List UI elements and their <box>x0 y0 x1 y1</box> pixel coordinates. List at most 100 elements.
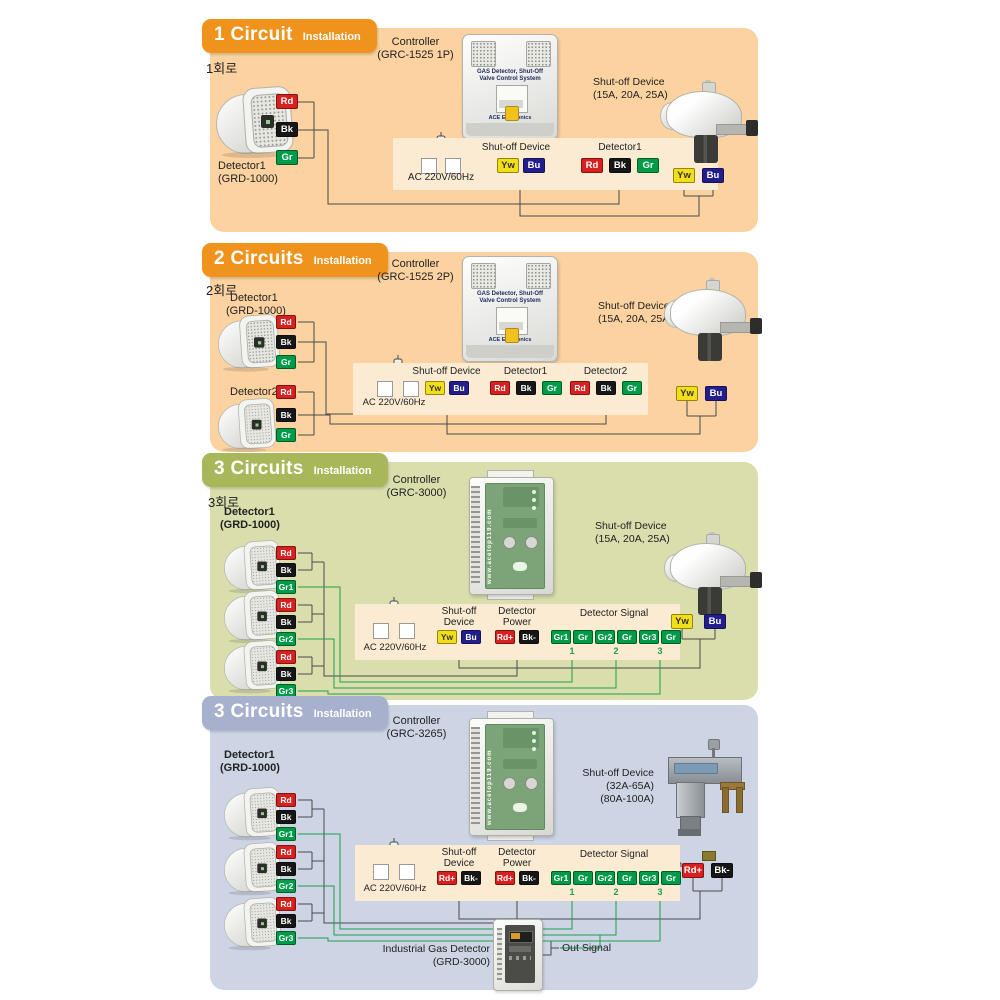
group-signal-label: Detector Signal <box>579 608 649 619</box>
detector-led <box>261 922 264 926</box>
group-shutoff-l1: Shut-off <box>441 606 477 617</box>
controller-face-line1: GAS Detector, Shut-Off <box>476 69 543 75</box>
detector-keys <box>509 946 531 952</box>
detector-led <box>261 812 264 816</box>
terminal-tag-gr1: Gr1 <box>551 630 571 644</box>
group-shutoff-l2: Device <box>443 617 475 628</box>
status-led <box>532 490 536 494</box>
controller-heatsink <box>471 486 480 584</box>
signal-number-3: 3 <box>657 887 663 897</box>
valve-actuator <box>698 333 722 361</box>
gas-detector2-image <box>218 397 278 452</box>
terminal-tag-rd: Rd <box>276 598 296 612</box>
signal-number-2: 2 <box>613 646 619 656</box>
shutoff-device-rating2: (80A-100A) <box>600 793 654 805</box>
circuit-label-korean: 1회로 <box>206 61 238 76</box>
controller-image: www.acetop119.com <box>463 470 558 600</box>
terminal-tag-gr: Gr <box>661 871 681 885</box>
valve-tag-bk-minus: Bk- <box>711 863 733 878</box>
valve-tag-yw: Yw <box>676 386 698 401</box>
shutoff-device-rating1: (32A-65A) <box>606 780 654 792</box>
terminal-tag-bu: Bu <box>461 630 481 644</box>
valve-pipe-end <box>746 120 758 136</box>
detector-heatsink <box>497 928 502 980</box>
power-label: AC 220V/60Hz <box>363 883 427 894</box>
industrial-detector-image <box>493 919 543 991</box>
panel-1-title: 1 Circuit <box>214 24 293 45</box>
signal-number-3: 3 <box>657 646 663 656</box>
terminal-tag-gr: Gr <box>542 381 562 395</box>
shutoff-device-label: Shut-off Device <box>582 767 654 779</box>
terminal-tag-bk: Bk <box>276 408 296 422</box>
terminal-tag-gr: Gr <box>276 150 298 165</box>
terminal-tag-gr: Gr <box>617 630 637 644</box>
gas-detector1-image <box>224 539 283 594</box>
terminal-tag-rd: Rd <box>570 381 590 395</box>
gas-detector2-image <box>224 589 283 644</box>
group-detector2-label: Detector2 <box>583 366 628 377</box>
controller-model: (GRC-3000) <box>386 487 447 499</box>
detector-shadow <box>228 945 272 951</box>
controller-knob-right <box>525 777 538 790</box>
detector-model: (GRD-1000) <box>220 519 280 531</box>
group-shutoff-label: Shut-off Device <box>412 366 481 377</box>
terminal-tag-bk: Bk <box>516 381 536 395</box>
controller-face-header <box>503 487 539 507</box>
controller-face-header <box>503 728 539 748</box>
valve-actuator <box>694 135 718 163</box>
group-power-l1: Detector <box>498 847 536 858</box>
controller-knob-right <box>525 536 538 549</box>
detector-shadow <box>228 688 272 694</box>
terminal-tag-rd: Rd <box>581 158 603 173</box>
terminal-tag-bk: Bk <box>276 862 296 876</box>
detector-shadow <box>222 447 266 452</box>
signal-number-1: 1 <box>569 887 575 897</box>
status-led <box>532 747 536 751</box>
terminal-tag-yw: Yw <box>425 381 445 395</box>
valve-tag-bu: Bu <box>705 386 727 401</box>
terminal-tag-bk: Bk <box>276 122 298 137</box>
shutoff-device-label: Shut-off Device <box>593 76 665 88</box>
gas-detector3-image <box>224 639 283 694</box>
controller-grille-left <box>471 41 496 67</box>
terminal-tag-gr: Gr <box>276 428 296 442</box>
detector-model: (GRD-1000) <box>218 173 278 185</box>
terminal-tag-bu: Bu <box>449 381 469 395</box>
controller-logo-badge <box>505 106 519 121</box>
controller-model: (GRC-1525 1P) <box>377 49 454 61</box>
controller-knob-left <box>503 536 516 549</box>
controller-site-text: www.acetop119.com <box>487 749 493 825</box>
power-terminal-1 <box>373 623 389 639</box>
group-signal-label: Detector Signal <box>579 849 649 860</box>
terminal-tag-rd: Rd <box>276 315 296 329</box>
power-terminal-2 <box>399 864 415 880</box>
controller-face-panel <box>503 518 537 528</box>
signal-number-1: 1 <box>569 646 575 656</box>
panel-2-title: 2 Circuits <box>214 248 304 269</box>
panel-1-circuit: 1 Circuit Installation 1회로 Detector1 (GR… <box>202 19 758 232</box>
power-terminal-2 <box>445 158 461 174</box>
circuit-label-korean: 2회로 <box>206 283 238 298</box>
terminal-tag-rd-plus: Rd+ <box>495 630 515 644</box>
power-terminal-1 <box>377 381 393 397</box>
controller-model: (GRC-3265) <box>386 728 447 740</box>
terminal-tag-bu: Bu <box>523 158 545 173</box>
shutoff-device-rating: (15A, 20A, 25A) <box>593 89 668 101</box>
power-label: AC 220V/60Hz <box>362 397 426 408</box>
group-detector1-label: Detector1 <box>503 366 548 377</box>
detector-led <box>261 867 264 871</box>
terminal-tag-gr: Gr <box>573 630 593 644</box>
terminal-tag-gr: Gr <box>637 158 659 173</box>
detector2-name: Detector2 <box>230 386 278 398</box>
terminal-tag-rd: Rd <box>276 650 296 664</box>
terminal-tag-gr: Gr <box>276 355 296 369</box>
controller-image: GAS Detector, Shut-Off Valve Control Sys… <box>462 34 558 140</box>
industrial-detector-model: (GRD-3000) <box>432 956 490 968</box>
controller-logo <box>513 562 527 571</box>
terminal-tag-bk: Bk <box>276 615 296 629</box>
terminal-tag-bk-minus: Bk- <box>519 630 539 644</box>
industrial-valve-image <box>662 739 754 849</box>
gas-detector1-image <box>224 786 283 841</box>
valve-tag-yw: Yw <box>673 168 695 183</box>
panel-1-subtitle: Installation <box>302 31 361 43</box>
